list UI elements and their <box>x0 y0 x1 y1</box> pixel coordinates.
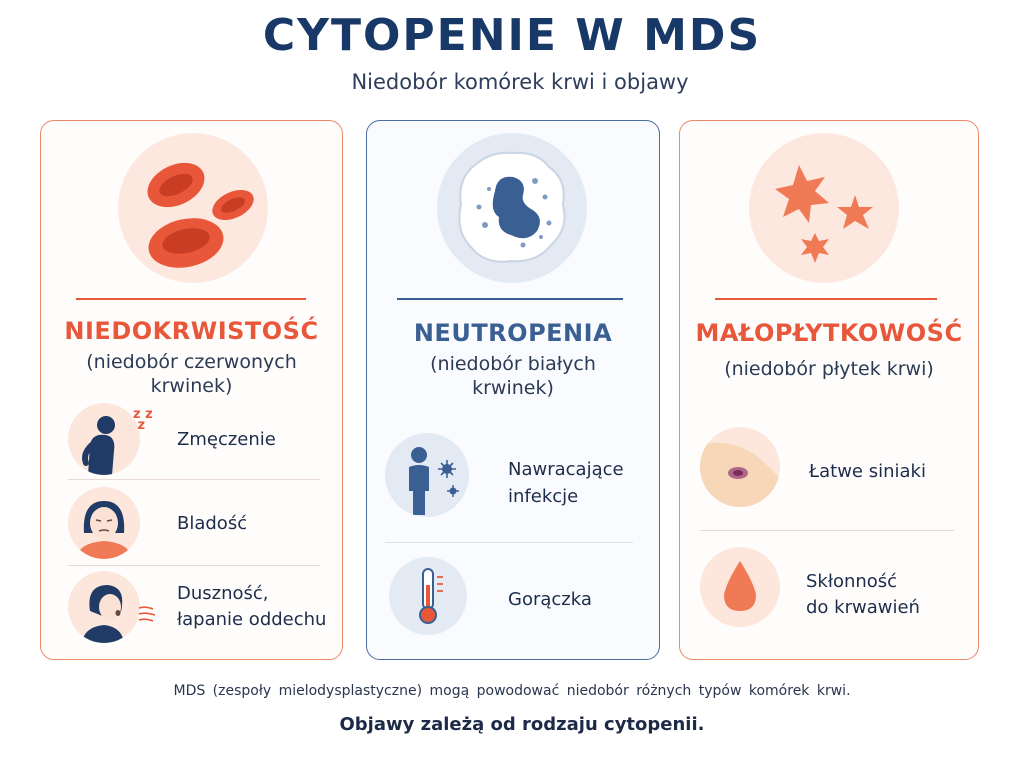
pale-face-icon <box>68 487 140 559</box>
symptom-label: Zmęczenie <box>177 429 276 450</box>
bruise-icon <box>700 427 780 507</box>
symptom-label-line1: Nawracające <box>508 459 624 480</box>
card-subtitle: (niedobór płytek krwi) <box>724 358 934 380</box>
symptom-label-line1: Skłonność <box>806 571 898 592</box>
card-subtitle-line1: (niedobór czerwonych <box>86 351 297 373</box>
divider <box>715 298 937 300</box>
separator <box>68 565 320 566</box>
breathless-person-icon <box>68 571 140 643</box>
separator <box>385 542 633 543</box>
separator <box>700 530 954 531</box>
divider <box>76 298 306 300</box>
red-blood-cells-icon <box>118 133 268 283</box>
card-anemia: NIEDOKRWISTOŚĆ (niedobór czerwonych krwi… <box>40 120 343 660</box>
symptom-label-line2: łapanie oddechu <box>177 609 327 630</box>
blood-drop-icon <box>700 547 780 627</box>
infection-person-icon <box>385 433 469 517</box>
card-thrombocytopenia: MAŁOPŁYTKOWOŚĆ (niedobór płytek krwi) Ła… <box>679 120 979 660</box>
symptom-label-line1: Duszność, <box>177 583 269 604</box>
platelets-icon <box>749 133 899 283</box>
white-blood-cell-icon <box>437 133 587 283</box>
separator <box>68 479 320 480</box>
symptom-label: Bladość <box>177 513 248 534</box>
page-subtitle: Niedobór komórek krwi i objawy <box>351 70 689 94</box>
symptom-label: Gorączka <box>508 589 592 610</box>
page-title: CYTOPENIE W MDS <box>262 10 762 61</box>
symptom-label-line2: do krwawień <box>806 597 920 618</box>
tired-person-icon <box>68 403 140 475</box>
card-neutropenia: NEUTROPENIA (niedobór białych krwinek) N… <box>366 120 660 660</box>
divider <box>397 298 623 300</box>
card-title: MAŁOPŁYTKOWOŚĆ <box>695 319 963 347</box>
footer-note: MDS (zespoły mielodysplastyczne) mogą po… <box>173 683 851 699</box>
sleep-z-icon: z z z <box>133 407 153 433</box>
footer-emphasis: Objawy zależą od rodzaju cytopenii. <box>339 714 705 735</box>
card-title: NEUTROPENIA <box>413 319 613 347</box>
card-subtitle-line1: (niedobór białych <box>430 353 596 375</box>
card-subtitle-line2: krwinek) <box>472 377 554 399</box>
symptom-label-line2: infekcje <box>508 486 579 507</box>
card-subtitle-line2: krwinek) <box>150 375 233 397</box>
card-title: NIEDOKRWISTOŚĆ <box>64 317 319 345</box>
breath-waves-icon <box>137 605 157 623</box>
thermometer-icon <box>389 557 467 635</box>
symptom-label: Łatwe siniaki <box>809 461 926 482</box>
